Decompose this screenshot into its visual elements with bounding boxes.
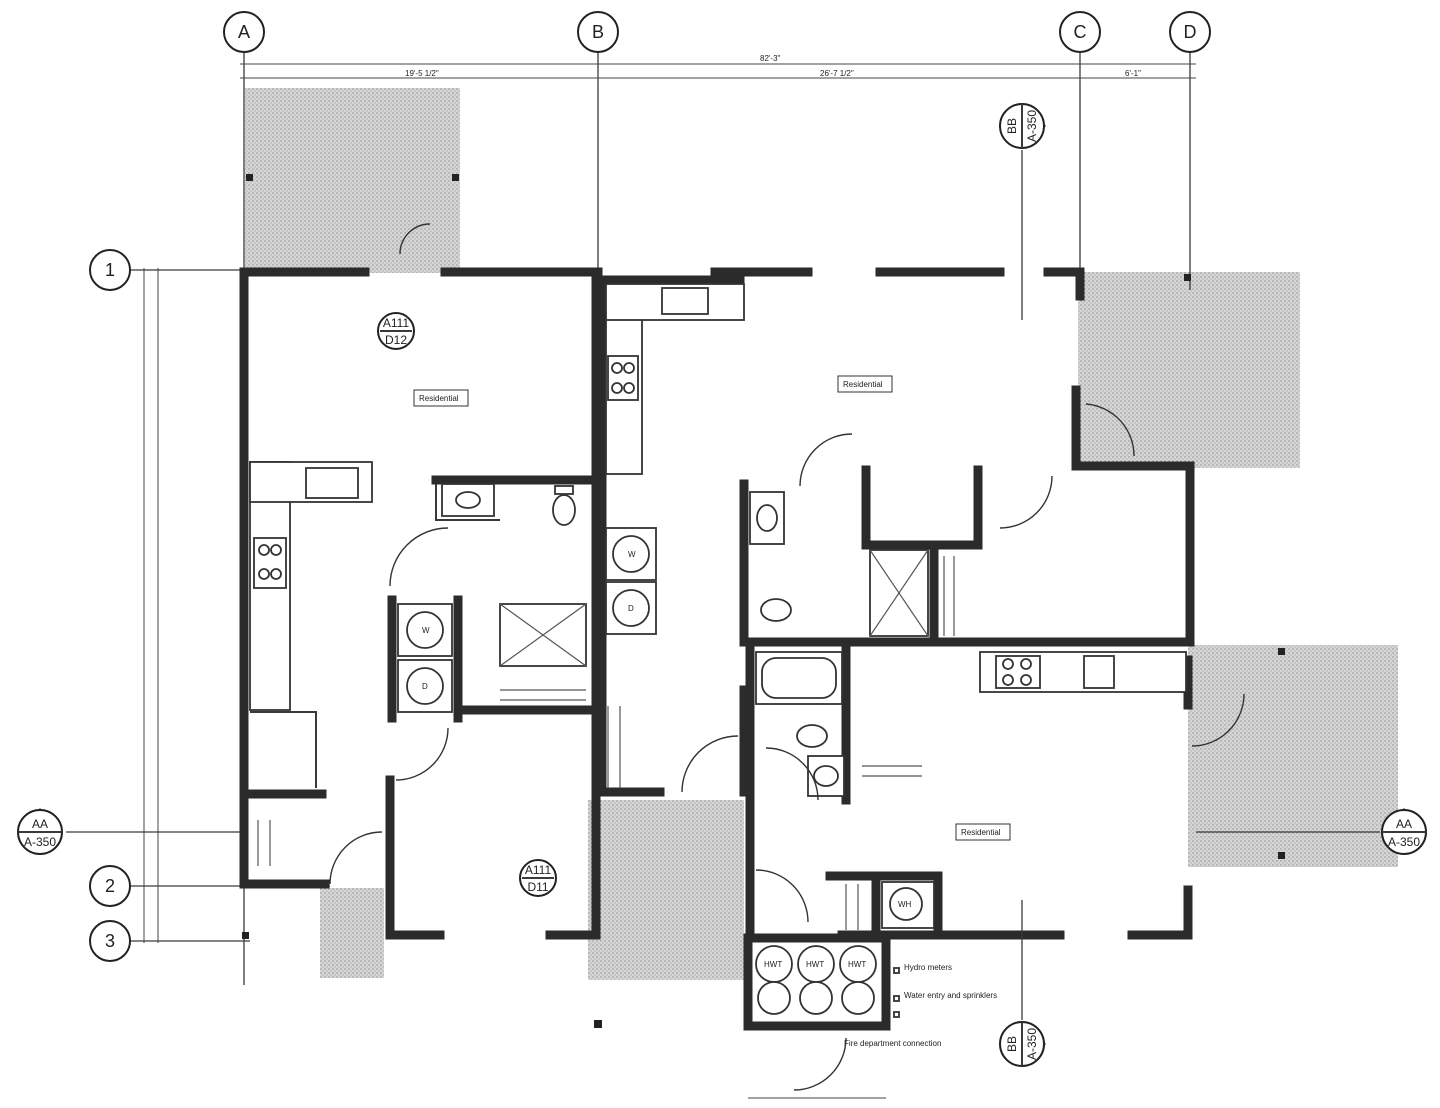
detail-callout-top: A111 D12 — [377, 312, 415, 350]
dimension-strings: 82'-3" 19'-5 1/2" 26'-7 1/2" 6'-1" — [143, 54, 1196, 943]
grid-bubble-1: 1 — [89, 249, 131, 291]
svg-text:2: 2 — [105, 876, 115, 896]
section-marker-bb-top: BB A-350 — [999, 103, 1046, 320]
door-swing-icon — [755, 869, 809, 923]
stove-icon — [995, 655, 1041, 689]
sink-icon — [305, 467, 359, 499]
door-swing-icon — [793, 1037, 847, 1091]
svg-text:Residential: Residential — [419, 394, 459, 403]
section-marker-aa-right: AA A-350 — [1196, 808, 1427, 855]
svg-text:A: A — [238, 22, 250, 42]
door-swing-icon — [681, 735, 739, 793]
svg-text:A111: A111 — [383, 316, 410, 330]
svg-text:D: D — [1184, 22, 1197, 42]
dim-bay-c-d: 6'-1" — [1125, 69, 1141, 78]
grid-bubble-d: D — [1169, 11, 1211, 53]
patio-right-upper — [1078, 272, 1300, 468]
detail-callout-bottom: A111 D11 — [519, 859, 557, 897]
sink-icon — [661, 287, 709, 315]
svg-text:C: C — [1074, 22, 1087, 42]
svg-text:HWT: HWT — [764, 960, 782, 969]
section-marker-bb-bottom: BB A-350 — [999, 900, 1046, 1067]
svg-text:D11: D11 — [527, 880, 548, 894]
door-swing-icon — [999, 475, 1053, 529]
grid-bubble-b: B — [577, 11, 619, 53]
svg-text:W: W — [422, 626, 430, 635]
note-fire-dept: Fire department connection — [844, 1039, 941, 1048]
svg-text:A111: A111 — [525, 863, 552, 877]
svg-text:AA: AA — [32, 817, 48, 831]
svg-text:HWT: HWT — [848, 960, 866, 969]
service-room: HWT HWT HWT Hydro meters Water entry and… — [748, 945, 997, 1099]
grid-bubble-a: A — [223, 11, 265, 53]
toilet-icon — [552, 494, 576, 526]
svg-text:AA: AA — [1396, 817, 1412, 831]
porch-left — [320, 888, 384, 978]
door-swing-icon — [329, 831, 383, 885]
svg-text:A-350: A-350 — [1025, 1028, 1039, 1060]
svg-text:W: W — [628, 550, 636, 559]
svg-text:HWT: HWT — [806, 960, 824, 969]
patio-top-left — [245, 88, 460, 273]
svg-text:1: 1 — [105, 260, 115, 280]
note-hydro: Hydro meters — [904, 963, 952, 972]
svg-text:A-350: A-350 — [24, 835, 56, 849]
svg-text:D: D — [628, 604, 634, 613]
svg-text:D12: D12 — [385, 333, 407, 347]
toilet-icon — [796, 724, 828, 748]
grid-bubble-c: C — [1059, 11, 1101, 53]
walls — [239, 267, 1195, 1031]
svg-text:3: 3 — [105, 931, 115, 951]
vanity-sink-icon — [441, 483, 495, 517]
room-tag-unit-2: Residential — [837, 375, 893, 393]
door-swing-icon — [799, 433, 853, 487]
door-swing-icon — [395, 727, 449, 781]
door-swing-icon — [399, 223, 431, 255]
svg-text:Residential: Residential — [961, 828, 1001, 837]
svg-text:BB: BB — [1005, 1036, 1019, 1052]
dim-bay-b-c: 26'-7 1/2" — [820, 69, 854, 78]
door-swing-icon — [389, 527, 449, 587]
stove-icon — [253, 537, 287, 589]
section-marker-aa-left: AA A-350 — [17, 808, 240, 855]
room-tag-unit-1: Residential — [413, 389, 469, 407]
column-posts — [242, 174, 1285, 1028]
unit-1-fixtures: W D — [249, 461, 587, 866]
door-swings — [329, 223, 1245, 1091]
dim-overall: 82'-3" — [760, 54, 781, 63]
stove-icon — [607, 355, 639, 401]
note-water: Water entry and sprinklers — [904, 991, 997, 1000]
shaded-exterior-areas — [245, 88, 1398, 980]
svg-text:WH: WH — [898, 900, 912, 909]
svg-text:A-350: A-350 — [1388, 835, 1420, 849]
dim-bay-a-b: 19'-5 1/2" — [405, 69, 439, 78]
grid-bubble-2: 2 — [89, 865, 131, 907]
unit-2-fixtures: W D — [605, 283, 955, 788]
room-tag-unit-3: Residential — [955, 823, 1011, 841]
door-swing-icon — [1191, 693, 1245, 747]
grid-bubble-3: 3 — [89, 920, 131, 962]
svg-text:BB: BB — [1005, 118, 1019, 134]
svg-text:D: D — [422, 682, 428, 691]
unit-3-fixtures: WH — [755, 651, 1187, 930]
porch-center — [588, 800, 744, 980]
toilet-icon — [760, 598, 792, 622]
svg-text:A-350: A-350 — [1025, 110, 1039, 142]
door-swing-icon — [1085, 403, 1135, 457]
door-swing-icon — [765, 747, 819, 801]
sink-icon — [1083, 655, 1115, 689]
svg-text:Residential: Residential — [843, 380, 883, 389]
closet-rod-1 — [500, 689, 586, 701]
svg-text:B: B — [592, 22, 604, 42]
patio-right-lower — [1188, 645, 1398, 867]
